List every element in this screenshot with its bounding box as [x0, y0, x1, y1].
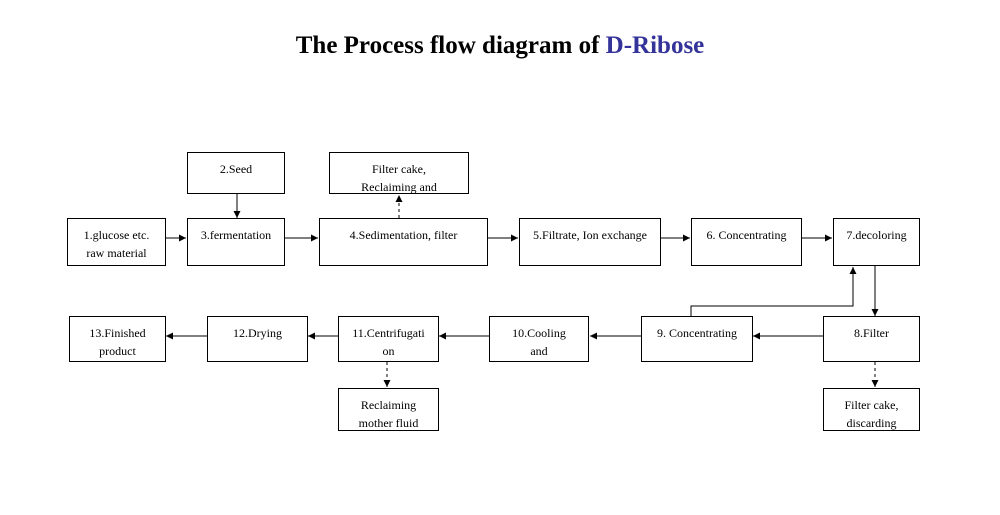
step-filtrate-label: 5.Filtrate, Ion exchange: [533, 228, 647, 242]
filter-cake-discard-box: Filter cake, discarding: [823, 388, 920, 431]
title-accent: D-Ribose: [605, 32, 705, 59]
step-cooling-box: 10.Cooling and: [489, 316, 589, 362]
step-centrifugation-box: 11.Centrifugati on: [338, 316, 439, 362]
step-drying-box: 12.Drying: [207, 316, 308, 362]
reclaim-mother-fluid-label: Reclaiming mother fluid: [358, 398, 419, 430]
filter-cake-reclaim-box: Filter cake, Reclaiming and: [329, 152, 469, 194]
step-decoloring-label: 7.decoloring: [846, 228, 907, 242]
page-title: The Process flow diagram of D-Ribose: [0, 32, 1000, 60]
step-concentrating-6-box: 6. Concentrating: [691, 218, 802, 266]
arrow-concentrating9-to-decoloring: [690, 267, 857, 316]
step-glucose-label: 1.glucose etc. raw material: [83, 228, 150, 260]
step-fermentation-box: 3.fermentation: [187, 218, 285, 266]
filter-cake-reclaim-label: Filter cake, Reclaiming and: [361, 162, 437, 194]
step-concentrating-9-box: 9. Concentrating: [641, 316, 753, 362]
step-filtrate-box: 5.Filtrate, Ion exchange: [519, 218, 661, 266]
step-finished-label: 13.Finished product: [89, 326, 146, 358]
step-decoloring-box: 7.decoloring: [833, 218, 920, 266]
step-fermentation-label: 3.fermentation: [200, 228, 272, 242]
filter-cake-discard-label: Filter cake, discarding: [844, 398, 899, 430]
step-cooling-label: 10.Cooling and: [512, 326, 566, 358]
step-seed-box: 2.Seed: [187, 152, 285, 194]
step-finished-box: 13.Finished product: [69, 316, 166, 362]
step-concentrating-9-label: 9. Concentrating: [657, 326, 737, 340]
step-seed-label: 2.Seed: [219, 162, 253, 176]
title-main: The Process flow diagram of: [295, 32, 600, 59]
step-glucose-box: 1.glucose etc. raw material: [67, 218, 166, 266]
step-sedimentation-box: 4.Sedimentation, filter: [319, 218, 488, 266]
step-centrifugation-label: 11.Centrifugati on: [352, 326, 425, 358]
reclaim-mother-fluid-box: Reclaiming mother fluid: [338, 388, 439, 431]
step-drying-label: 12.Drying: [233, 326, 282, 340]
step-concentrating-6-label: 6. Concentrating: [706, 228, 787, 242]
step-sedimentation-label: 4.Sedimentation, filter: [349, 228, 458, 242]
step-filter-box: 8.Filter: [823, 316, 920, 362]
step-filter-label: 8.Filter: [854, 326, 889, 340]
